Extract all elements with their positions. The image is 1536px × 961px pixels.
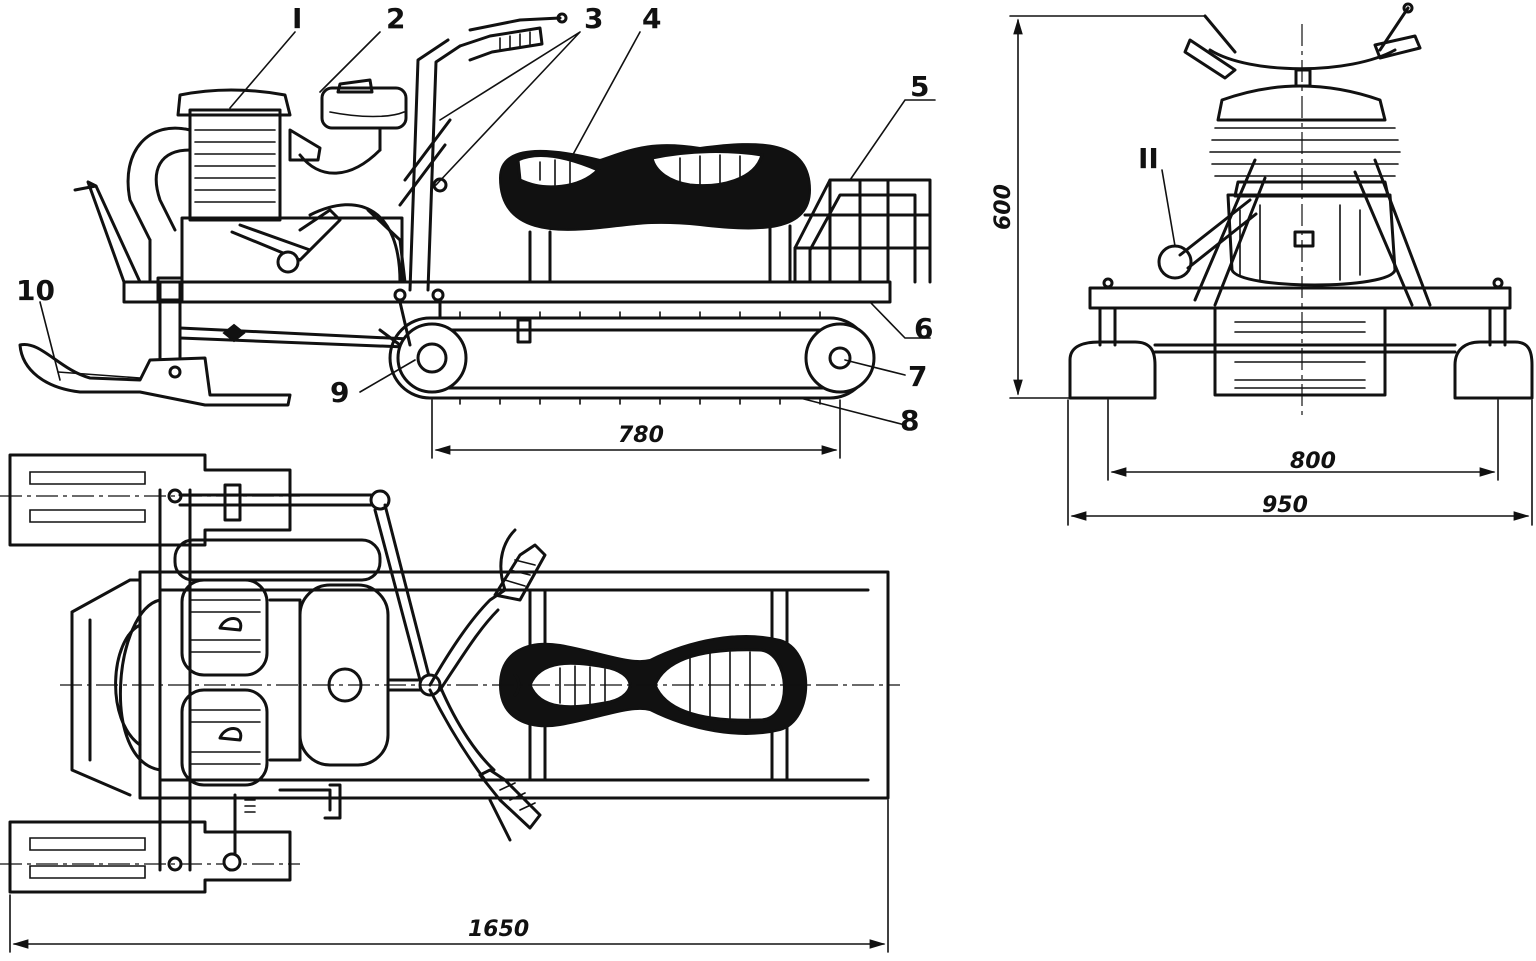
- front-view: [1009, 2, 1534, 526]
- callout-8: 8: [900, 404, 919, 437]
- dim-track-length: 780: [618, 423, 664, 448]
- callout-4: 4: [642, 2, 661, 35]
- dim-total-width: 950: [1262, 493, 1308, 518]
- top-view: [0, 453, 900, 953]
- callout-11: II: [1138, 142, 1159, 175]
- front-ski: [18, 342, 292, 407]
- callout-10: 10: [16, 274, 55, 307]
- callout-9: 9: [330, 376, 349, 409]
- rear-rack: [793, 178, 932, 284]
- callout-3: 3: [584, 2, 603, 35]
- callout-1: I: [292, 2, 302, 35]
- dim-total-length: 1650: [468, 917, 529, 942]
- callout-6: 6: [914, 312, 933, 345]
- dimension-labels: 780 1650 600 800 950: [468, 184, 1336, 942]
- steering-column: [366, 12, 568, 292]
- dim-height: 600: [991, 184, 1016, 230]
- callout-7: 7: [908, 360, 927, 393]
- engine: [126, 88, 404, 284]
- drive-track: [378, 288, 876, 405]
- handlebar-top: [428, 528, 547, 842]
- seat: [498, 143, 812, 284]
- callout-5: 5: [910, 70, 929, 103]
- dim-ski-track: 800: [1290, 449, 1336, 474]
- fuel-tank: [288, 78, 408, 175]
- callout-labels: I 2 3 4 5 6 7 8 9 10 II: [16, 2, 1159, 437]
- side-view: [18, 12, 936, 459]
- callout-2: 2: [386, 2, 405, 35]
